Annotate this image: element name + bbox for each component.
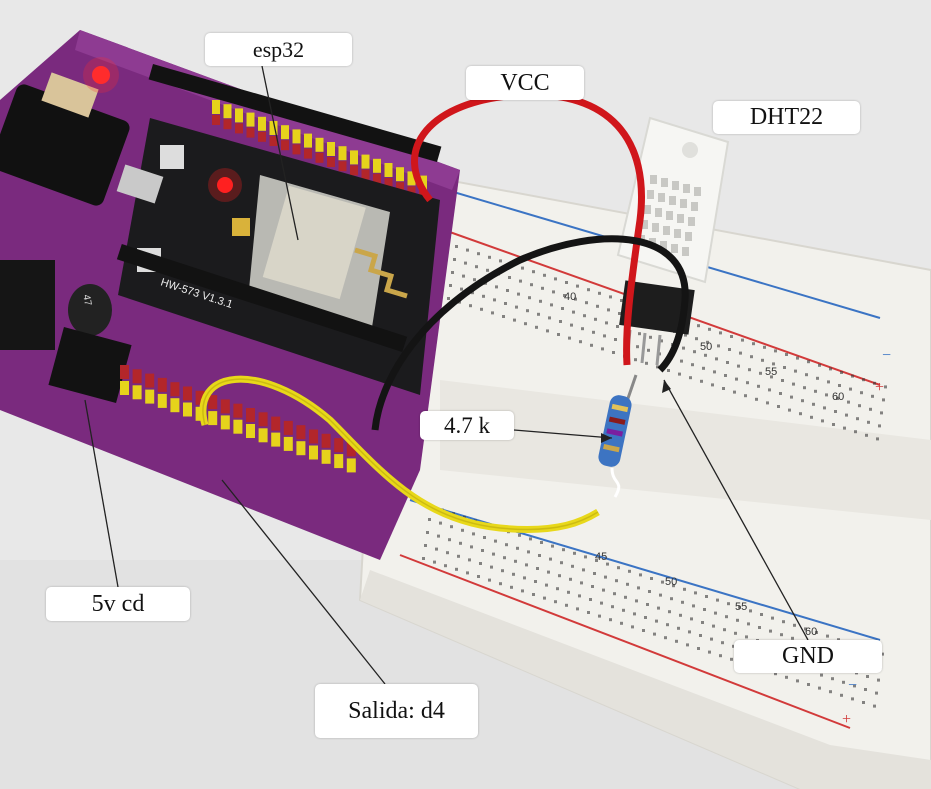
vcc-label: VCC [466, 66, 584, 100]
output-label: Salida: d4 [315, 684, 478, 738]
resistor-4k7 [598, 374, 638, 498]
power-socket [0, 260, 55, 350]
esp32-board: HW-573 V1.3.1 [116, 63, 442, 395]
gnd-label: GND [734, 640, 882, 673]
micro-usb-port [116, 164, 164, 204]
bb-number-60: 60 [832, 391, 844, 403]
svg-text:47: 47 [80, 294, 93, 307]
bb-number-45b: 45 [595, 551, 607, 563]
rail-red-bottom [399, 554, 851, 729]
bb-number-55b: 55 [735, 601, 747, 613]
power-led [92, 66, 110, 84]
top-pin-headers [212, 100, 427, 201]
arrow-head-gnd [662, 380, 671, 393]
rail-plus-bottom: + [842, 711, 851, 728]
esp32-label: esp32 [205, 33, 352, 66]
esp-top-header [148, 63, 442, 163]
breadboard: 40 50 55 60 45 50 55 60 − + − + [338, 158, 931, 789]
bb-number-40: 40 [564, 291, 576, 303]
usb-connector [41, 72, 99, 118]
bb-number-50b: 50 [665, 576, 677, 588]
rail-plus-top: + [875, 379, 884, 396]
bb-number-50: 50 [700, 341, 712, 353]
power-label: 5v cd [46, 587, 190, 621]
wire-black-gnd [371, 235, 689, 431]
dht22-label: DHT22 [713, 101, 860, 134]
resistor-label: 4.7 k [420, 411, 514, 440]
esp32-wroom [262, 185, 366, 300]
dht22-socket [619, 280, 695, 335]
annotation-lines [84, 65, 809, 685]
pcb-antenna [354, 247, 408, 299]
jst-header [48, 326, 132, 404]
bb-number-60b: 60 [805, 626, 817, 638]
arrow-head-resistor [601, 433, 612, 443]
center-channel [440, 380, 931, 520]
status-led [217, 177, 233, 193]
esp-bottom-header [116, 244, 408, 352]
boot-button [160, 145, 184, 169]
capacitor [68, 284, 112, 336]
dc-barrel-jack [0, 84, 130, 206]
rail-minus-bottom: − [848, 677, 857, 694]
bb-number-55: 55 [765, 366, 777, 378]
rail-minus-top: − [882, 347, 891, 364]
regulator [232, 218, 250, 236]
bottom-pin-headers [120, 365, 356, 473]
wire-red-vcc [411, 91, 645, 366]
